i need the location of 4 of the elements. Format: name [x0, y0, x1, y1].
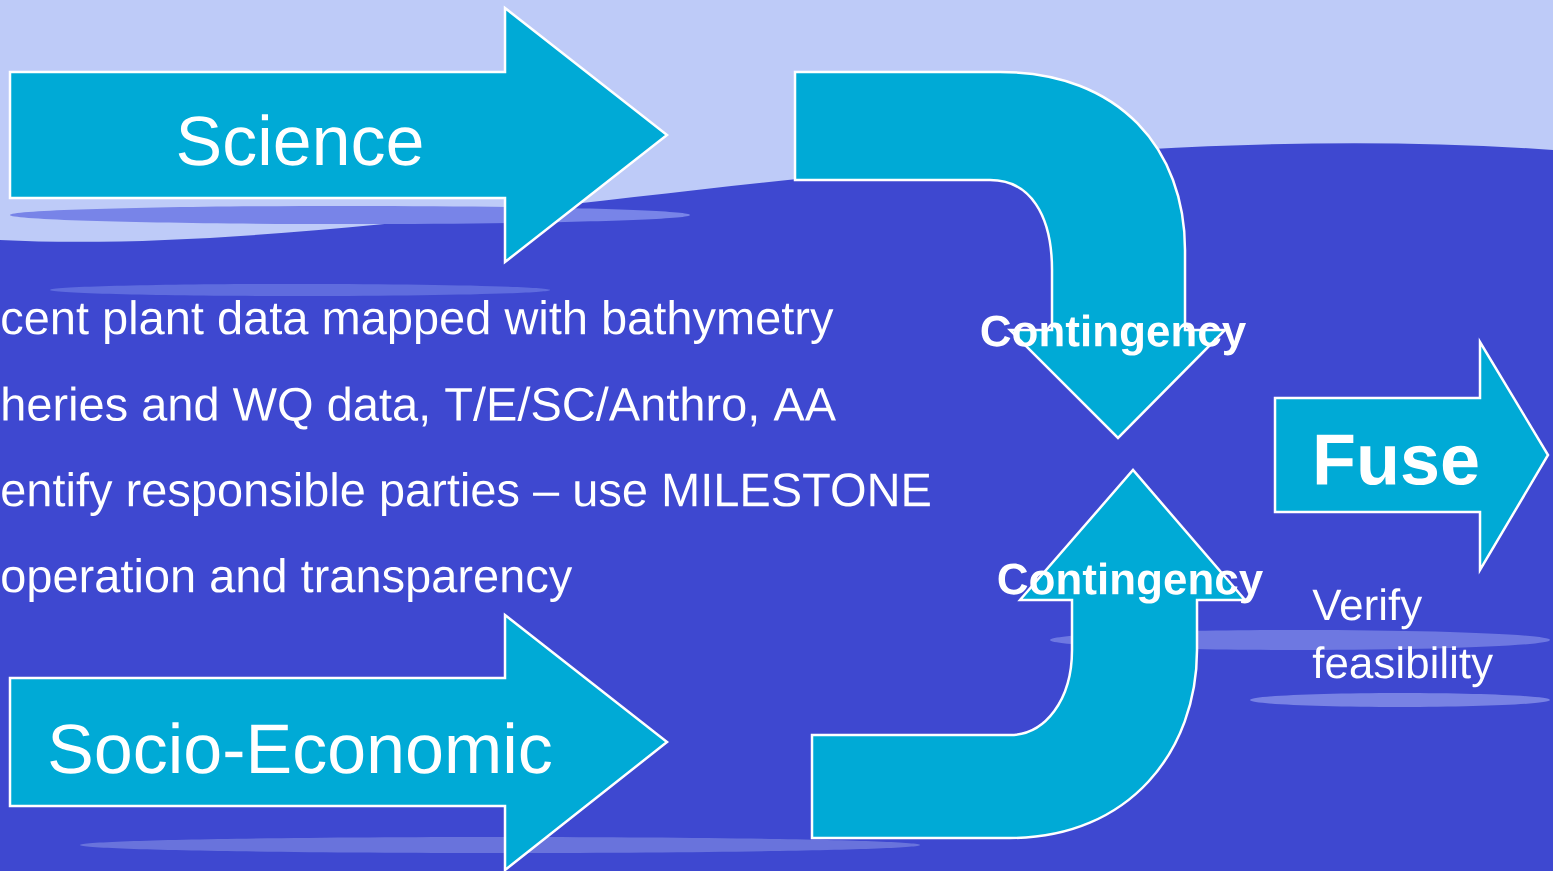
- bullet-text: cent plant data mapped with bathymetry: [2, 300, 834, 344]
- bullet-text: entify responsible parties – use MILESTONE: [2, 472, 930, 516]
- bullet-text: heries and WQ data, T/E/SC/Anthro, AA: [3, 386, 836, 430]
- caption-text: Verify feasibility: [1312, 588, 1494, 688]
